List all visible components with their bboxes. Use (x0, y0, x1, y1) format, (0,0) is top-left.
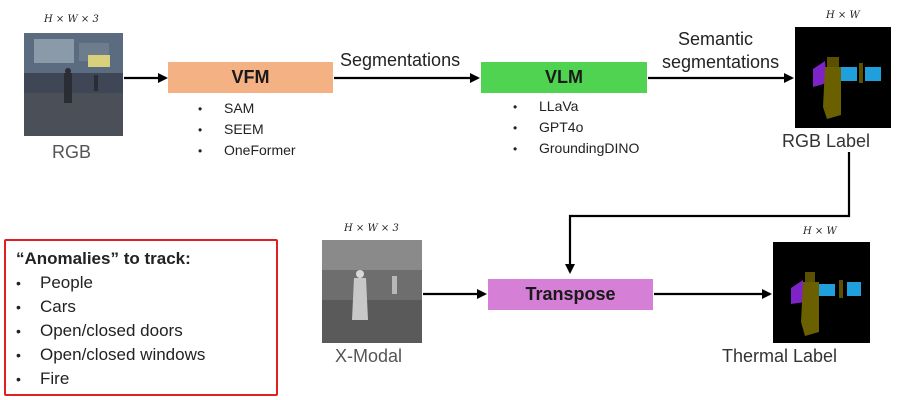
vfm-label: VFM (231, 67, 270, 87)
anomaly-item: Open/closed windows (16, 343, 276, 367)
thermal-label-dims: H × W (803, 226, 837, 237)
anomalies-title: “Anomalies” to track: (16, 249, 191, 268)
rgb-label-caption: RGB Label (782, 131, 871, 151)
xmodal-image (322, 240, 422, 343)
anomalies-list: People Cars Open/closed doors Open/close… (16, 271, 276, 391)
rgb-image-dims: H × W × 3 (44, 14, 99, 25)
vfm-model-item: SAM (198, 98, 296, 119)
vfm-box: VFM (168, 62, 333, 93)
semantic-label-line2: segmentations (662, 52, 780, 72)
anomaly-item: Fire (16, 367, 276, 391)
vfm-model-item: SEEM (198, 119, 296, 140)
thermal-label-image (773, 242, 870, 343)
transpose-label: Transpose (525, 284, 616, 304)
vlm-model-item: LLaVa (513, 96, 639, 117)
vlm-model-list: LLaVa GPT4o GroundingDINO (513, 96, 639, 159)
xmodal-image-label: X-Modal (335, 346, 403, 366)
anomaly-item: People (16, 271, 276, 295)
thermal-label-caption: Thermal Label (722, 346, 838, 366)
vlm-model-item: GroundingDINO (513, 138, 639, 159)
semantic-label-line1: Semantic (678, 29, 754, 49)
rgb-image-label: RGB (52, 142, 92, 162)
vfm-model-item: OneFormer (198, 140, 296, 161)
rgb-image (24, 33, 123, 136)
xmodal-image-dims: H × W × 3 (344, 223, 399, 234)
anomaly-item: Cars (16, 295, 276, 319)
rgb-label-image (795, 27, 891, 128)
vlm-label: VLM (545, 67, 583, 87)
transpose-box: Transpose (488, 279, 653, 310)
anomalies-box: “Anomalies” to track: People Cars Open/c… (4, 239, 278, 396)
rgb-label-dims: H × W (826, 10, 860, 21)
vlm-box: VLM (481, 62, 647, 93)
anomaly-item: Open/closed doors (16, 319, 276, 343)
vfm-model-list: SAM SEEM OneFormer (198, 98, 296, 161)
arrow-rgb-label-to-transpose (565, 152, 851, 274)
segmentations-label: Segmentations (340, 50, 461, 70)
vlm-model-item: GPT4o (513, 117, 639, 138)
